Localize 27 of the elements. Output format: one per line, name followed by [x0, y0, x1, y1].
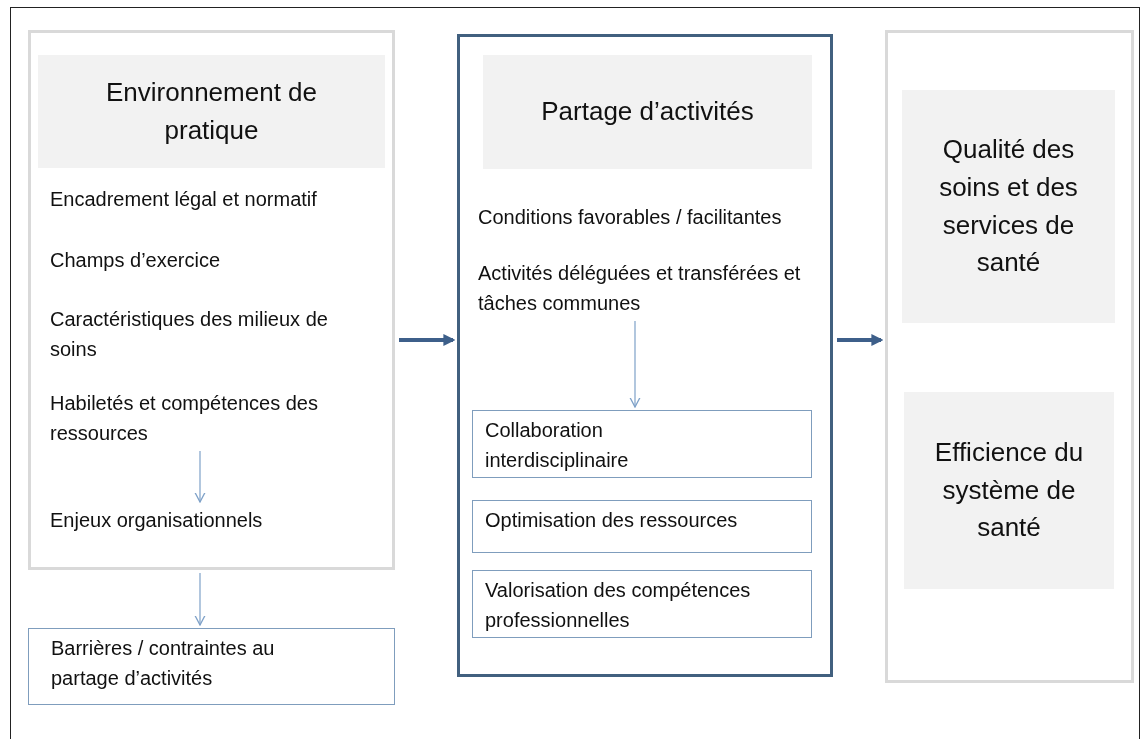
box-text: Collaboration interdisciplinaire: [485, 418, 630, 473]
box-text: Valorisation des compétences professionnelles: [485, 578, 752, 633]
heading-text: Qualité des soins et des services de santé: [938, 133, 1079, 280]
arrow: [194, 572, 206, 626]
box-text: Barrières / contraintes au partage d’activités: [51, 636, 276, 691]
item-box: [472, 500, 812, 553]
heading-text: Efficience du système de santé: [933, 435, 1085, 545]
panel-box: [457, 34, 833, 677]
list-item-text: Conditions favorables / facilitantes: [478, 202, 823, 232]
list-item-text: Activités déléguées et transférées et tâches communes: [478, 258, 813, 318]
arrow: [837, 334, 884, 346]
list-item-text: Encadrement légal et normatif: [50, 184, 380, 214]
arrow: [194, 450, 206, 503]
item-box: [28, 628, 395, 705]
heading-text: Partage d’activités: [541, 95, 754, 129]
panel-box: [28, 30, 395, 570]
item-box: [472, 570, 812, 638]
arrow: [399, 334, 456, 346]
panel-box: [885, 30, 1134, 683]
list-item-text: Caractéristiques des milieux de soins: [50, 304, 360, 364]
list-item-text: Champs d’exercice: [50, 245, 380, 275]
heading-text: Environnement de pratique: [105, 75, 318, 147]
box-text: Optimisation des ressources: [485, 508, 739, 533]
arrow: [629, 320, 641, 408]
list-item-text: Habiletés et compétences des ressources: [50, 388, 360, 448]
item-box: [472, 410, 812, 478]
list-item-text: Enjeux organisationnels: [50, 505, 360, 535]
